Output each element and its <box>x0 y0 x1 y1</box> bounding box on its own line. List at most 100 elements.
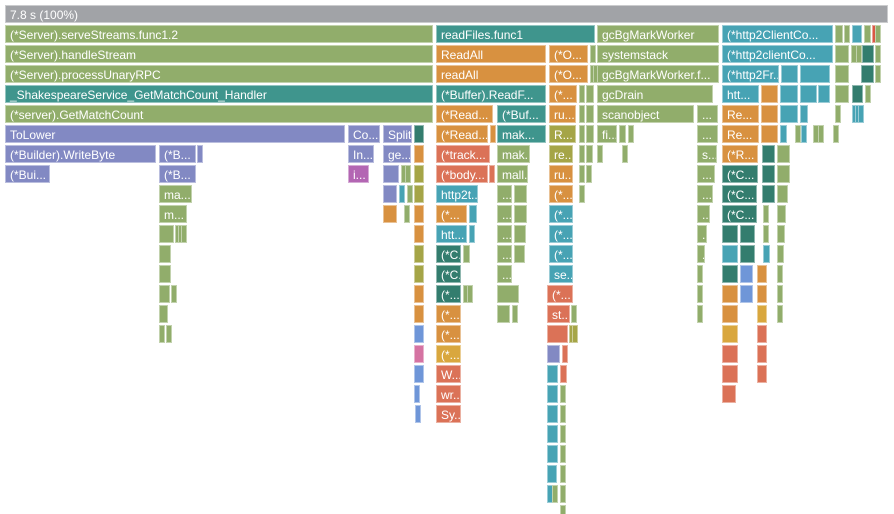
flame-frame-unlabeled[interactable] <box>547 445 558 463</box>
flame-frame-unlabeled[interactable] <box>757 285 767 303</box>
flame-frame[interactable]: (*Server).handleStream <box>5 45 433 63</box>
flame-frame-unlabeled[interactable] <box>467 285 473 303</box>
flame-frame[interactable]: Re... <box>722 125 759 143</box>
flame-frame[interactable]: ... <box>697 185 713 203</box>
flame-frame[interactable]: ma... <box>159 185 192 203</box>
flame-frame[interactable]: i... <box>348 165 369 183</box>
flame-frame-unlabeled[interactable] <box>722 365 738 383</box>
flame-frame-unlabeled[interactable] <box>383 165 399 183</box>
flame-frame[interactable]: (*B... <box>159 145 196 163</box>
flame-frame-unlabeled[interactable] <box>852 25 862 43</box>
flame-frame-unlabeled[interactable] <box>619 125 626 143</box>
flame-frame-unlabeled[interactable] <box>763 245 770 263</box>
flame-frame[interactable]: htt... <box>722 85 759 103</box>
flame-frame-unlabeled[interactable] <box>757 365 767 383</box>
flame-frame[interactable]: (*... <box>549 85 577 103</box>
flame-frame-unlabeled[interactable] <box>414 205 424 223</box>
flame-frame[interactable]: st... <box>547 305 570 323</box>
flame-frame-unlabeled[interactable] <box>586 165 592 183</box>
flame-frame-unlabeled[interactable] <box>514 185 527 203</box>
flame-frame-unlabeled[interactable] <box>722 385 736 403</box>
flame-frame-unlabeled[interactable] <box>722 305 738 323</box>
flame-frame-unlabeled[interactable] <box>159 325 165 343</box>
flame-frame[interactable]: (*Server).serveStreams.func1.2 <box>5 25 433 43</box>
flame-frame[interactable]: (*... <box>547 285 573 303</box>
flame-frame-unlabeled[interactable] <box>181 225 187 243</box>
flame-frame-unlabeled[interactable] <box>777 245 784 263</box>
flame-frame-unlabeled[interactable] <box>800 85 817 103</box>
flame-frame-unlabeled[interactable] <box>405 165 411 183</box>
flame-frame[interactable]: (*Server).processUnaryRPC <box>5 65 433 83</box>
flame-frame[interactable]: (*B... <box>159 165 196 183</box>
flame-frame[interactable]: readAll <box>436 65 546 83</box>
flame-frame-unlabeled[interactable] <box>762 165 775 183</box>
flame-frame[interactable]: (*... <box>436 305 461 323</box>
flame-frame-unlabeled[interactable] <box>757 305 767 323</box>
flame-frame-unlabeled[interactable] <box>586 145 593 163</box>
flame-frame-unlabeled[interactable] <box>800 65 830 83</box>
flame-frame-unlabeled[interactable] <box>835 25 843 43</box>
flame-frame-unlabeled[interactable] <box>579 165 585 183</box>
flame-frame-unlabeled[interactable] <box>414 265 424 283</box>
flame-frame-unlabeled[interactable] <box>560 505 566 514</box>
flame-frame-unlabeled[interactable] <box>858 105 864 123</box>
flame-frame[interactable]: (*R... <box>722 145 758 163</box>
flame-frame-unlabeled[interactable] <box>415 405 421 423</box>
flame-frame-unlabeled[interactable] <box>875 65 881 83</box>
flame-frame-unlabeled[interactable] <box>777 165 790 183</box>
flame-frame-unlabeled[interactable] <box>514 205 527 223</box>
flame-frame-unlabeled[interactable] <box>414 385 420 403</box>
flame-frame-unlabeled[interactable] <box>865 85 871 103</box>
flame-frame-unlabeled[interactable] <box>572 325 578 343</box>
flame-frame-unlabeled[interactable] <box>414 285 424 303</box>
flame-frame-unlabeled[interactable] <box>875 25 881 43</box>
flame-frame[interactable]: ... <box>697 165 715 183</box>
flame-frame-unlabeled[interactable] <box>414 145 424 163</box>
flame-frame-unlabeled[interactable] <box>740 265 753 283</box>
flame-frame[interactable]: m... <box>159 205 187 223</box>
flame-frame[interactable]: (*... <box>549 225 573 243</box>
flame-frame[interactable]: ru... <box>549 105 576 123</box>
flame-frame-unlabeled[interactable] <box>818 85 830 103</box>
flame-frame-unlabeled[interactable] <box>547 325 568 343</box>
flame-frame[interactable]: systemstack <box>597 45 719 63</box>
flame-frame-unlabeled[interactable] <box>547 385 558 403</box>
flame-frame[interactable]: _ShakespeareService_GetMatchCount_Handle… <box>5 85 433 103</box>
flame-frame-unlabeled[interactable] <box>159 225 174 243</box>
flame-frame-unlabeled[interactable] <box>159 285 170 303</box>
flame-frame-unlabeled[interactable] <box>579 145 585 163</box>
flame-frame[interactable]: http2t... <box>436 185 478 203</box>
flame-frame[interactable]: ru... <box>549 165 573 183</box>
flame-frame-unlabeled[interactable] <box>852 85 863 103</box>
flame-frame-unlabeled[interactable] <box>166 325 172 343</box>
flame-frame-unlabeled[interactable] <box>489 165 495 183</box>
flame-frame[interactable]: (*C... <box>436 245 461 263</box>
flame-frame-unlabeled[interactable] <box>835 65 849 83</box>
flame-frame-unlabeled[interactable] <box>795 125 801 143</box>
flame-frame-unlabeled[interactable] <box>547 365 558 383</box>
flame-frame[interactable]: (*O... <box>549 45 588 63</box>
flame-frame-unlabeled[interactable] <box>579 85 585 103</box>
flame-frame-unlabeled[interactable] <box>762 185 775 203</box>
flame-frame-unlabeled[interactable] <box>740 245 755 263</box>
flame-frame[interactable]: gcBgMarkWorker.f... <box>597 65 719 83</box>
flame-frame[interactable]: Co... <box>348 125 380 143</box>
flame-frame-unlabeled[interactable] <box>586 125 594 143</box>
flame-frame[interactable]: Sy... <box>436 405 461 423</box>
flame-frame-unlabeled[interactable] <box>547 405 558 423</box>
flame-frame-unlabeled[interactable] <box>571 305 577 323</box>
flame-frame-unlabeled[interactable] <box>414 245 424 263</box>
flame-frame-unlabeled[interactable] <box>383 185 397 203</box>
flame-frame[interactable]: ge... <box>383 145 411 163</box>
flame-frame-unlabeled[interactable] <box>777 305 783 323</box>
flame-frame[interactable]: (*Read... <box>436 105 493 123</box>
flame-frame[interactable]: (*Buf... <box>497 105 546 123</box>
flame-frame-unlabeled[interactable] <box>514 245 525 263</box>
flame-frame-unlabeled[interactable] <box>463 245 470 263</box>
flame-frame[interactable]: Re... <box>722 105 759 123</box>
flame-frame-unlabeled[interactable] <box>761 125 778 143</box>
flame-frame[interactable]: (*track... <box>436 145 490 163</box>
flame-frame-unlabeled[interactable] <box>722 345 738 363</box>
flame-frame[interactable]: ... <box>497 265 512 283</box>
flame-frame-unlabeled[interactable] <box>414 365 424 383</box>
